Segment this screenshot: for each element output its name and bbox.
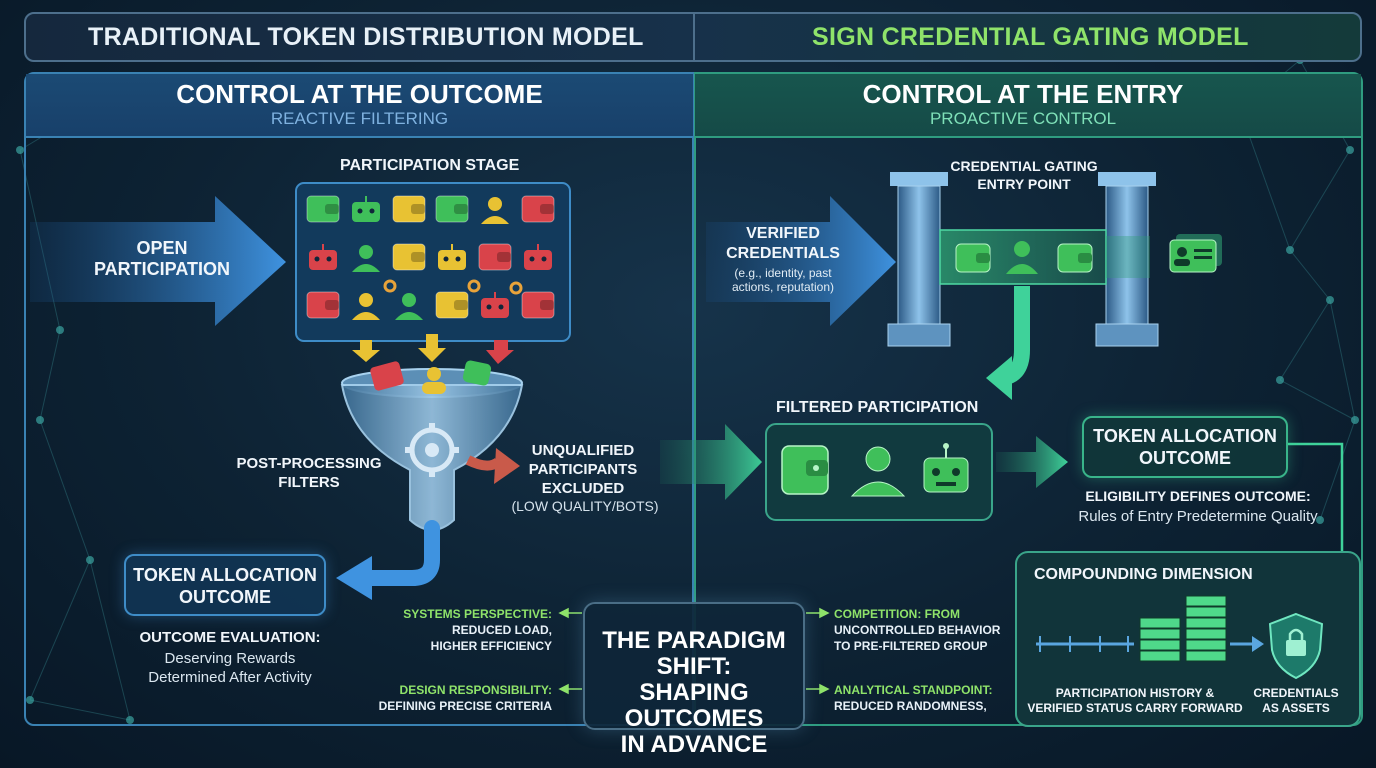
compounding-title: COMPOUNDING DIMENSION bbox=[1034, 566, 1253, 583]
user-icon bbox=[481, 197, 509, 224]
left-heading-band bbox=[26, 74, 693, 138]
exclusion-arrow bbox=[494, 448, 520, 484]
drop-arrows bbox=[352, 334, 514, 364]
right-model-title: SIGN CREDENTIAL GATING MODEL bbox=[812, 23, 1249, 51]
wallet-icon bbox=[521, 195, 555, 223]
left-subheading: REACTIVE FILTERING bbox=[270, 109, 449, 128]
network-node bbox=[1346, 146, 1354, 154]
left-outcome-label: TOKEN ALLOCATION OUTCOME bbox=[133, 565, 317, 607]
network-node bbox=[16, 146, 24, 154]
right-outcome-box bbox=[1082, 416, 1288, 478]
left-model-title: TRADITIONAL TOKEN DISTRIBUTION MODEL bbox=[88, 23, 644, 51]
network-node bbox=[56, 326, 64, 334]
analytical-standpoint: ANALYTICAL STANDPOINT: REDUCED RANDOMNES… bbox=[834, 683, 993, 713]
network-node bbox=[1351, 416, 1359, 424]
header-divider bbox=[693, 14, 695, 60]
wallet-icon bbox=[392, 243, 426, 271]
verified-credentials-arrow bbox=[706, 196, 896, 326]
network-node bbox=[36, 416, 44, 424]
gear-icon bbox=[467, 279, 481, 293]
network-node bbox=[1286, 246, 1294, 254]
eligibility-title: ELIGIBILITY DEFINES OUTCOME: bbox=[1085, 488, 1311, 504]
user-icon bbox=[395, 293, 423, 320]
robot-icon bbox=[352, 196, 380, 222]
robot-icon bbox=[309, 244, 337, 270]
wallet-icon bbox=[306, 291, 340, 319]
robot-icon bbox=[481, 292, 509, 318]
outcome-evaluation-title: OUTCOME EVALUATION: bbox=[139, 629, 321, 646]
outcome-arrow bbox=[364, 520, 440, 586]
filtered-participation-label: FILTERED PARTICIPATION bbox=[776, 399, 979, 416]
right-subheading: PROACTIVE CONTROL bbox=[929, 109, 1117, 128]
network-node bbox=[1316, 516, 1324, 524]
verified-credentials-label: VERIFIED CREDENTIALS bbox=[726, 225, 840, 262]
right-heading-band bbox=[695, 74, 1361, 138]
open-participation-label: OPEN PARTICIPATION bbox=[94, 238, 230, 279]
post-processing-label: POST-PROCESSING FILTERS bbox=[236, 455, 382, 491]
unqualified-note: (LOW QUALITY/BOTS) bbox=[511, 498, 659, 514]
competition-note: COMPETITION: FROM UNCONTROLLED BEHAVIOR … bbox=[834, 607, 1001, 653]
network-node bbox=[86, 556, 94, 564]
block bbox=[1185, 617, 1227, 629]
participation-stage-label: PARTICIPATION STAGE bbox=[340, 157, 520, 174]
open-participation-arrow bbox=[30, 196, 286, 326]
eligibility-text: Rules of Entry Predetermine Quality bbox=[1078, 508, 1318, 525]
filtered-user-icon bbox=[850, 446, 906, 497]
outcome-evaluation-text: Deserving Rewards Determined After Activ… bbox=[148, 650, 312, 686]
stacked-blocks-icon bbox=[1139, 595, 1227, 662]
robot-icon bbox=[524, 244, 552, 270]
filtered-robot-icon bbox=[923, 443, 969, 493]
id-card-icon bbox=[1169, 234, 1222, 273]
block bbox=[1185, 639, 1227, 651]
left-panel bbox=[24, 72, 694, 726]
paradigm-shift-box bbox=[583, 602, 805, 730]
paradigm-shift-text: THE PARADIGM SHIFT: SHAPING OUTCOMES IN … bbox=[602, 627, 786, 758]
block bbox=[1185, 595, 1227, 607]
left-outcome-box bbox=[124, 554, 326, 616]
gear-icon bbox=[383, 279, 397, 293]
block bbox=[1139, 617, 1181, 629]
corridor-user-icon bbox=[1006, 241, 1038, 274]
user-icon bbox=[352, 245, 380, 272]
block bbox=[1185, 628, 1227, 640]
unqualified-label: UNQUALIFIED PARTICIPANTS EXCLUDED bbox=[528, 442, 638, 497]
systems-perspective: SYSTEMS PERSPECTIVE: REDUCED LOAD, HIGHE… bbox=[403, 607, 552, 653]
assets-label: CREDENTIALS AS ASSETS bbox=[1253, 686, 1339, 715]
filtered-wallet-icon bbox=[781, 445, 829, 495]
network-node bbox=[126, 716, 134, 724]
wallet-icon bbox=[478, 243, 512, 271]
gating-label: CREDENTIAL GATING ENTRY POINT bbox=[950, 158, 1098, 192]
verified-credentials-note: (e.g., identity, past actions, reputatio… bbox=[731, 266, 835, 294]
pillar-left bbox=[887, 172, 951, 347]
corridor-wallet-icon bbox=[955, 243, 991, 273]
shield-lock-icon bbox=[1268, 612, 1324, 680]
wallet-icon bbox=[306, 195, 340, 223]
user-icon bbox=[352, 293, 380, 320]
network-node bbox=[1276, 376, 1284, 384]
wallet-icon bbox=[521, 291, 555, 319]
block bbox=[1139, 650, 1181, 662]
bridge-arrow bbox=[660, 424, 762, 500]
robot-icon bbox=[438, 244, 466, 270]
corridor-wallet-icon-2 bbox=[1057, 243, 1093, 273]
network-node bbox=[26, 696, 34, 704]
wallet-icon bbox=[392, 195, 426, 223]
right-heading: CONTROL AT THE ENTRY bbox=[862, 79, 1184, 109]
history-label: PARTICIPATION HISTORY & VERIFIED STATUS … bbox=[1027, 686, 1243, 715]
network-node bbox=[1326, 296, 1334, 304]
block bbox=[1139, 639, 1181, 651]
wallet-icon bbox=[435, 291, 469, 319]
wallet-icon bbox=[435, 195, 469, 223]
design-responsibility: DESIGN RESPONSIBILITY: DEFINING PRECISE … bbox=[378, 683, 552, 713]
block bbox=[1185, 650, 1227, 662]
right-outcome-label: TOKEN ALLOCATION OUTCOME bbox=[1093, 426, 1277, 468]
left-heading: CONTROL AT THE OUTCOME bbox=[176, 79, 543, 109]
allocation-arrow bbox=[996, 436, 1068, 488]
block bbox=[1139, 628, 1181, 640]
block bbox=[1185, 606, 1227, 618]
gear-icon bbox=[509, 281, 523, 295]
pillar-right bbox=[1095, 172, 1159, 347]
